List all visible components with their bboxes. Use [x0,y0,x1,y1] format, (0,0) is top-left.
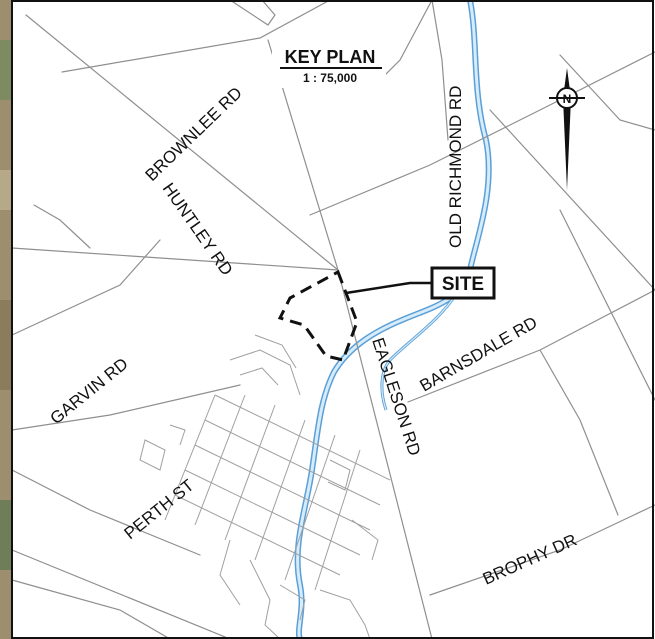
north-arrow-icon: N [549,68,585,190]
key-plan-title: KEY PLAN [285,47,376,67]
street [254,419,306,561]
road-n1 [61,0,331,73]
street [249,559,281,639]
road-w7 [33,204,91,249]
road-w1 [11,247,339,271]
site-boundary [277,269,359,362]
road-e5 [539,349,619,516]
street [351,519,379,561]
north-letter: N [563,92,572,106]
road-w3 [11,384,241,431]
street [224,404,276,541]
road-e3 [379,0,433,81]
title-backing [272,38,386,88]
road-w6 [11,579,171,639]
street [239,367,279,386]
road-label-huntley: HUNTLEY RD [159,179,237,279]
road-label-brownlee: BROWNLEE RD [142,83,246,185]
road-w5 [11,549,231,639]
street [229,349,301,396]
street [219,539,241,606]
street [139,439,166,471]
street [327,459,351,491]
site-label-box [430,266,496,300]
road-label-brophy: BROPHY DR [480,530,580,588]
site-label-text: SITE [442,274,484,295]
street [214,394,391,481]
road-w2 [11,239,161,336]
road-n2 [229,0,276,26]
road-e4 [559,209,655,401]
river [294,0,492,639]
road-brophy [429,504,655,596]
street [194,394,246,526]
site-leader-line [345,281,432,295]
street [204,419,381,506]
road-old-richmond [431,0,449,141]
river-water [296,0,491,639]
north-arrow-needle [563,68,571,190]
street [194,444,371,531]
road-label-garvin: GARVIN RD [47,354,132,428]
street [164,394,216,521]
aerial-strip [0,0,12,639]
title-block: KEY PLAN 1 : 75,000 [272,38,386,88]
street [169,424,186,446]
street [314,449,361,591]
road-network [11,0,655,639]
map-frame [11,0,654,639]
river-branch-water [381,293,457,411]
street [279,584,306,621]
street [254,334,297,369]
road-label-barnsdale: BARNSDALE RD [417,313,541,396]
scale-text: 1 : 75,000 [303,71,357,85]
road-w4 [11,469,201,556]
road-label-old-richmond: OLD RICHMOND RD [446,86,465,248]
road-e1 [309,51,655,216]
road-e6 [559,54,655,131]
site-label: SITE [430,266,496,300]
street [174,494,341,576]
street [284,434,336,581]
road-label-perth: PERTH ST [121,476,198,543]
street [319,589,371,639]
town-streets [139,334,391,639]
road-e2 [489,109,655,291]
